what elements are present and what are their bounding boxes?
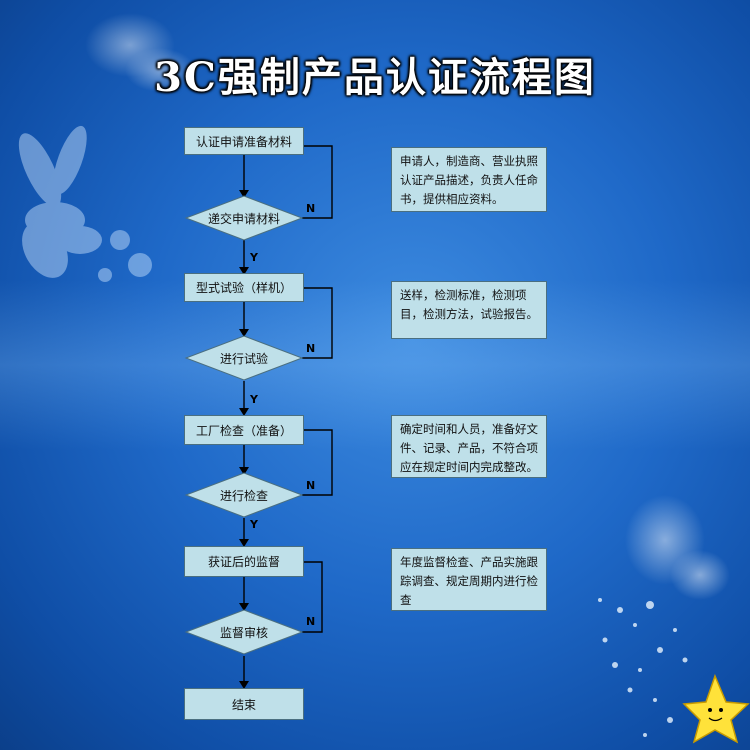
step-box-4: 获证后的监督 xyxy=(184,546,304,577)
no-label-2: N xyxy=(306,342,316,355)
decision-label-4: 监督审核 xyxy=(219,626,268,640)
decision-diamond-1 xyxy=(184,195,304,241)
decision-label-3: 进行检查 xyxy=(219,489,268,503)
decision-label-1: 递交申请材料 xyxy=(207,212,280,226)
feedback-4 xyxy=(302,561,323,633)
note-box-2: 送样，检测标准，检测项目，检测方法，试验报告。 xyxy=(391,281,547,339)
note-box-4: 年度监督检查、产品实施跟踪调查、规定周期内进行检查 xyxy=(391,548,547,611)
connectors xyxy=(243,145,333,687)
arrowheads xyxy=(239,190,249,689)
yes-label-1: Y xyxy=(250,251,258,264)
feedback-2 xyxy=(302,287,333,359)
no-label-1: N xyxy=(306,202,316,215)
note-box-1: 申请人，制造商、营业执照认证产品描述，负责人任命书，提供相应资料。 xyxy=(391,147,547,212)
no-label-4: N xyxy=(306,615,316,628)
flower-decoration xyxy=(18,125,152,282)
light-band xyxy=(0,280,750,450)
decision-diamond-3 xyxy=(184,472,304,518)
decision-diamond-2 xyxy=(184,335,304,381)
step-box-1: 认证申请准备材料 xyxy=(184,127,304,155)
bubble-decoration xyxy=(598,598,688,737)
decision-shapes xyxy=(184,195,304,655)
decision-label-2: 进行试验 xyxy=(219,352,268,366)
no-label-3: N xyxy=(306,479,316,492)
yes-label-3: Y xyxy=(250,518,258,531)
star-icon xyxy=(682,673,750,744)
step-box-3: 工厂检查（准备） xyxy=(184,415,304,445)
step-box-end: 结束 xyxy=(184,688,304,720)
feedback-3 xyxy=(302,429,333,496)
feedback-1 xyxy=(302,145,333,219)
decision-diamond-4 xyxy=(184,609,304,655)
page-title: 3C强制产品认证流程图 xyxy=(154,54,596,101)
note-box-3: 确定时间和人员，准备好文件、记录、产品，不符合项应在规定时间内完成整改。 xyxy=(391,415,547,478)
cloud-decoration-right xyxy=(625,495,730,600)
yes-label-2: Y xyxy=(250,393,258,406)
step-box-2: 型式试验（样机） xyxy=(184,273,304,302)
cloud-decoration xyxy=(85,13,195,92)
